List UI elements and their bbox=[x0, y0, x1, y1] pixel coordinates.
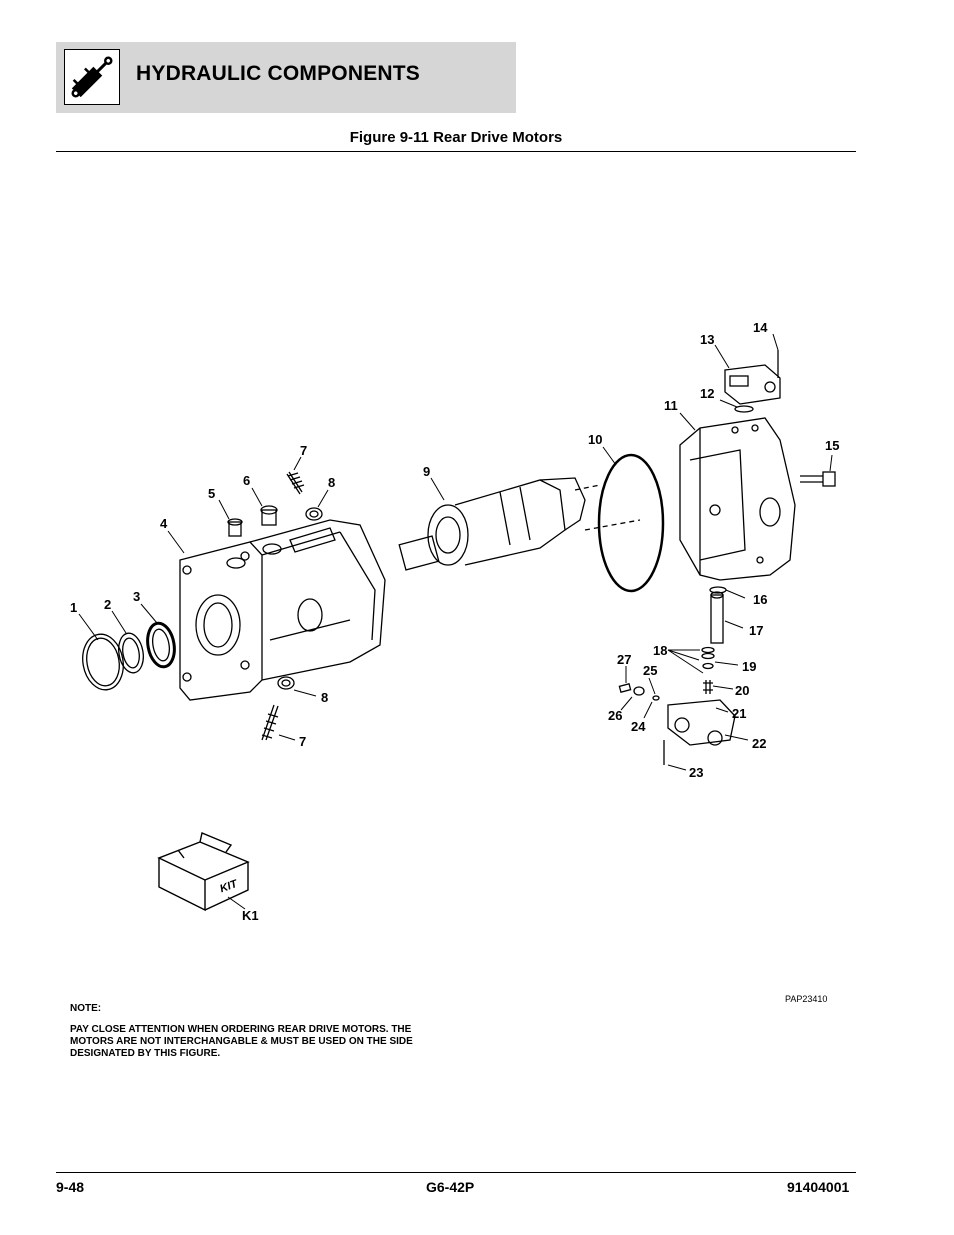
model-number: G6-42P bbox=[426, 1179, 475, 1195]
callout-19: 19 bbox=[742, 659, 756, 674]
callout-13: 13 bbox=[700, 332, 714, 347]
callout-27: 27 bbox=[617, 652, 631, 667]
page-number: 9-48 bbox=[56, 1179, 85, 1195]
callout-15: 15 bbox=[825, 438, 839, 453]
callout-14: 14 bbox=[753, 320, 768, 335]
adjustment-screw-upper bbox=[286, 471, 305, 495]
header-rule bbox=[56, 151, 856, 152]
callout-18: 18 bbox=[653, 643, 667, 658]
callout-7-upper: 7 bbox=[300, 443, 307, 458]
kit-box-icon bbox=[157, 832, 250, 912]
callout-11: 11 bbox=[664, 398, 678, 413]
callout-21: 21 bbox=[732, 706, 746, 721]
figure-title: Figure 9-11 Rear Drive Motors bbox=[349, 129, 563, 146]
callout-5: 5 bbox=[208, 486, 215, 501]
valve-block-top bbox=[724, 364, 781, 405]
kit-label: KIT bbox=[218, 878, 240, 896]
callout-9: 9 bbox=[423, 464, 430, 479]
callout-7-lower: 7 bbox=[299, 734, 306, 749]
note-body: PAY CLOSE ATTENTION WHEN ORDERING REAR D… bbox=[70, 1024, 413, 1059]
o-ring-part bbox=[597, 453, 665, 593]
adjustment-screw-lower bbox=[261, 704, 279, 741]
callout-25: 25 bbox=[643, 663, 657, 678]
lock-nut-upper bbox=[305, 507, 323, 521]
rotating-group-part bbox=[398, 477, 586, 571]
note-heading: NOTE: bbox=[70, 1003, 102, 1014]
section-title: HYDRAULIC COMPONENTS bbox=[136, 62, 421, 85]
retaining-ring-part bbox=[82, 633, 124, 691]
callout-k1: K1 bbox=[242, 908, 259, 923]
document-number: 91404001 bbox=[787, 1179, 850, 1195]
figure-code: PAP23410 bbox=[785, 994, 828, 1004]
callout-12: 12 bbox=[700, 386, 714, 401]
callout-3: 3 bbox=[133, 589, 140, 604]
hydraulic-cylinder-icon bbox=[64, 49, 120, 105]
end-cap-part bbox=[679, 417, 796, 581]
callout-20: 20 bbox=[735, 683, 749, 698]
callout-17: 17 bbox=[749, 623, 763, 638]
callout-6: 6 bbox=[243, 473, 250, 488]
small-o-ring-part bbox=[734, 405, 754, 413]
shaft-seal-part bbox=[146, 621, 176, 669]
motor-housing-part bbox=[179, 519, 386, 701]
callout-2: 2 bbox=[104, 597, 111, 612]
callout-16: 16 bbox=[753, 592, 767, 607]
footer-rule bbox=[56, 1172, 856, 1173]
washer-part bbox=[118, 632, 144, 674]
plug-part-6 bbox=[260, 505, 278, 526]
callout-8-upper: 8 bbox=[328, 475, 335, 490]
callout-8-lower: 8 bbox=[321, 690, 328, 705]
callout-1: 1 bbox=[70, 600, 77, 615]
section-header: HYDRAULIC COMPONENTS bbox=[56, 42, 516, 113]
bolt-part-15 bbox=[800, 471, 836, 487]
callout-22: 22 bbox=[752, 736, 766, 751]
callout-26: 26 bbox=[608, 708, 622, 723]
lock-nut-lower bbox=[277, 676, 295, 690]
callout-4: 4 bbox=[160, 516, 168, 531]
callout-10: 10 bbox=[588, 432, 602, 447]
pin-part-17 bbox=[710, 591, 724, 644]
valve-part-22 bbox=[667, 699, 736, 746]
plug-part-5 bbox=[227, 518, 243, 537]
callout-24: 24 bbox=[631, 719, 646, 734]
callout-23: 23 bbox=[689, 765, 703, 780]
